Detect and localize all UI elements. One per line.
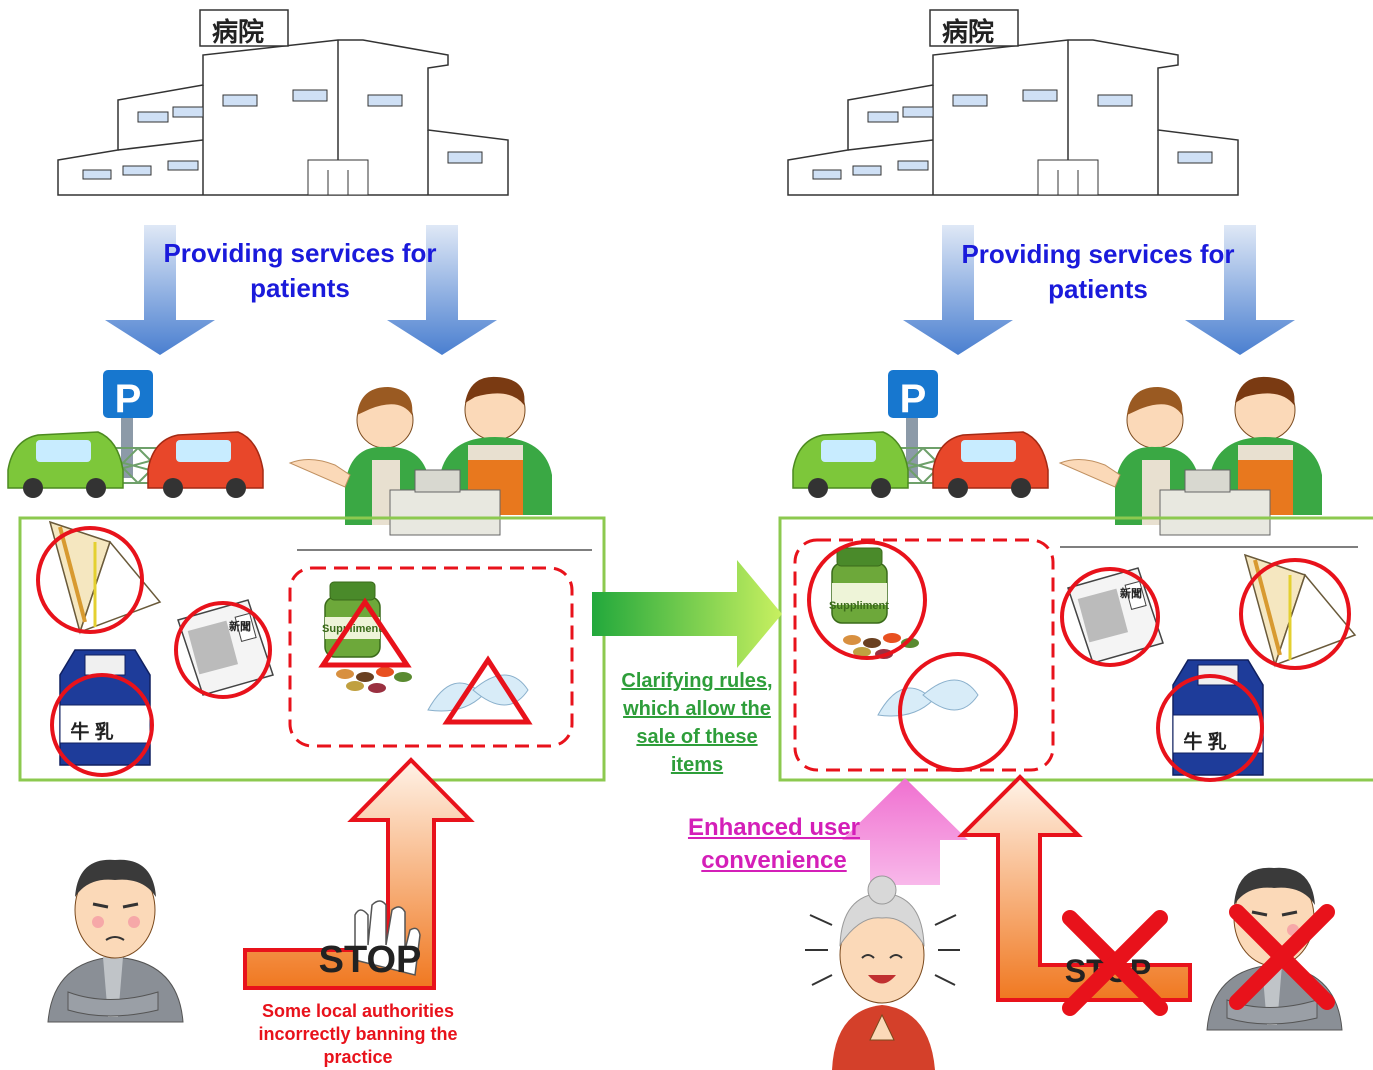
contact-lenses-left	[427, 674, 529, 712]
allowed-circle-supplement-right	[807, 540, 927, 660]
allowed-circle-sandwich-left	[36, 526, 144, 634]
store-box-right	[778, 516, 1373, 782]
transition-label: Clarifying rules, which allow the sale o…	[621, 670, 773, 776]
milk-left	[59, 649, 151, 766]
newspaper-label-left: 新聞	[229, 619, 251, 633]
newspaper-label-right: 新聞	[1120, 586, 1142, 600]
parking-sign-right: P	[900, 377, 927, 421]
milk-label-right: 牛 乳	[1183, 730, 1226, 753]
hospital-left	[57, 9, 509, 196]
supplement-label-left: Suppliment	[322, 623, 382, 635]
hospital-right	[787, 9, 1239, 196]
restricted-items-box-left	[288, 566, 574, 748]
ban-label: Some local authorities incorrectly banni…	[258, 1001, 458, 1067]
convenience-arrow	[842, 778, 968, 885]
allowed-circle-sandwich-right	[1239, 558, 1351, 670]
allowed-circle-milk-right	[1156, 674, 1264, 782]
official-man-left	[46, 858, 185, 1024]
stop-text-left: STOP	[319, 939, 422, 981]
allowed-circle-newspaper-right	[1060, 567, 1160, 667]
services-label-right: Providing services for patients	[961, 239, 1235, 304]
hospital-sign-left: 病院	[212, 17, 264, 47]
hospital-sign-right: 病院	[942, 17, 994, 47]
parking-sign-left: P	[115, 377, 142, 421]
store-clerks-right	[1059, 376, 1323, 536]
stop-arrow-right	[957, 774, 1192, 1002]
allowed-items-box-right	[793, 538, 1055, 772]
contact-lenses-right	[877, 679, 979, 717]
uncertain-triangle-lenses	[442, 655, 533, 725]
stop-hand-icon	[354, 900, 421, 976]
services-label-left: Providing services for patients	[163, 238, 437, 303]
supplement-left	[324, 581, 413, 694]
allowed-circle-milk-left	[50, 673, 154, 777]
supplement-label-right: Suppliment	[829, 600, 889, 612]
allowed-circle-newspaper-left	[174, 601, 272, 699]
milk-label-left: 牛 乳	[70, 720, 113, 743]
uncertain-triangle-supplement	[318, 597, 412, 668]
store-clerks-left	[289, 376, 553, 536]
newspaper-right	[1067, 567, 1164, 664]
transition-arrow	[592, 560, 782, 668]
grandmother	[805, 875, 960, 1070]
convenience-label: Enhanced user convenience	[687, 814, 861, 874]
store-box-left	[18, 516, 606, 782]
allowed-circle-lenses-right	[898, 652, 1018, 772]
